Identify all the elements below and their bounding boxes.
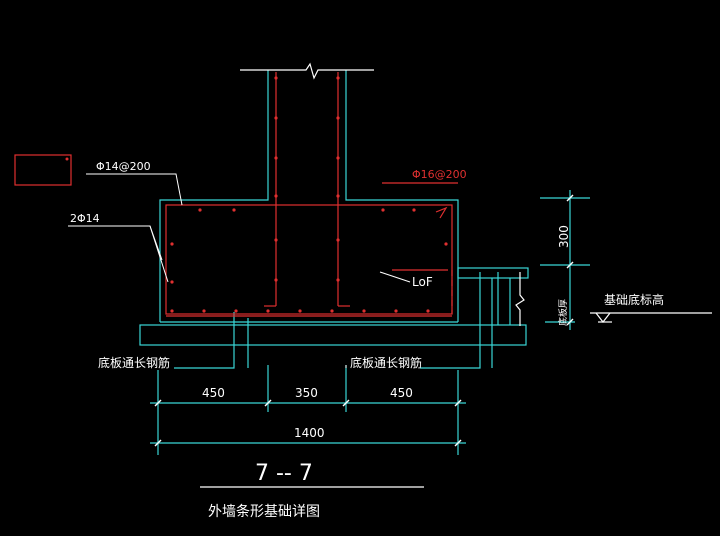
lof-label: LoF (412, 275, 433, 289)
dim-350: 350 (295, 386, 318, 400)
bottom-bar-left-label: 底板通长钢筋 (98, 355, 170, 370)
bottom-bar-right-label: 底板通长钢筋 (350, 355, 422, 370)
rebar-top-label: Φ14@200 (96, 160, 151, 173)
dim-300: 300 (557, 225, 571, 248)
drawing-title: 外墙条形基础详图 (208, 503, 320, 520)
dim-1400: 1400 (294, 426, 325, 440)
blinding-layer (139, 324, 527, 346)
foundation-bottom-label: 基础底标高 (604, 292, 664, 307)
dimension-ticks (154, 194, 574, 447)
rebar-side-label: 2Φ14 (70, 212, 100, 225)
rebar-dots (170, 76, 448, 313)
section-mark: 7 -- 7 (255, 461, 313, 486)
concrete-outline (139, 70, 590, 455)
rebar-red-label: Φ16@200 (412, 168, 467, 181)
right-ledge (457, 267, 529, 279)
wall-break-line (200, 62, 712, 488)
dim-450-left: 450 (202, 386, 225, 400)
dim-450-right: 450 (390, 386, 413, 400)
slab-thickness-label: 底板厚 (557, 299, 569, 326)
legend-box (14, 154, 72, 186)
leader-lines (68, 173, 411, 368)
rebar-cage (165, 72, 458, 317)
